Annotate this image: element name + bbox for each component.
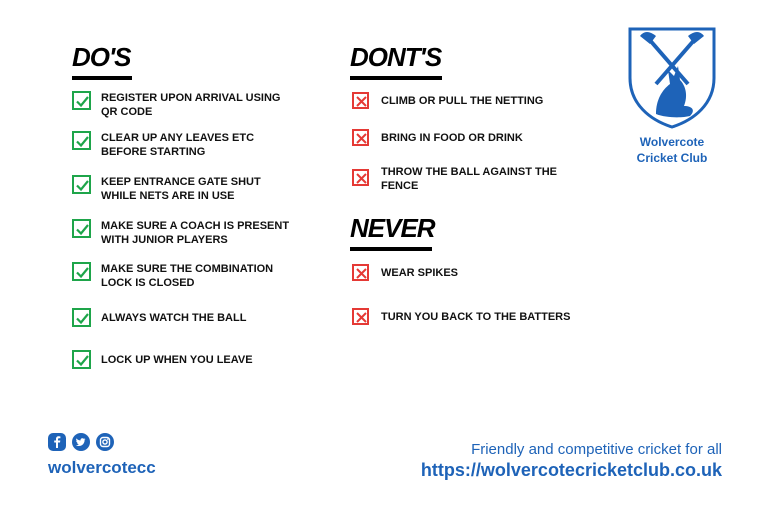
dont-item-label: BRING IN FOOD OR DRINK [381, 132, 523, 144]
cross-icon [352, 129, 369, 146]
never-item: TURN YOU BACK TO THE BATTERS [352, 308, 570, 325]
checkmark-icon [72, 350, 91, 369]
never-item-label: TURN YOU BACK TO THE BATTERS [381, 311, 571, 323]
facebook-icon[interactable] [48, 433, 66, 451]
cross-icon [352, 308, 369, 325]
tagline: Friendly and competitive cricket for all [471, 441, 722, 458]
social-icons [48, 433, 114, 451]
instagram-icon[interactable] [96, 433, 114, 451]
cross-icon [352, 169, 369, 186]
club-crest-logo [628, 27, 716, 129]
checkmark-icon [72, 131, 91, 150]
website-link[interactable]: https://wolvercotecricketclub.co.uk [420, 460, 722, 480]
social-handle[interactable]: wolvercotecc [48, 458, 156, 477]
club-name: Wolvercote Cricket Club [636, 135, 708, 165]
do-item: LOCK UP WHEN YOU LEAVE [72, 350, 253, 369]
twitter-icon[interactable] [72, 433, 90, 451]
cross-icon [352, 264, 369, 281]
do-item: ALWAYS WATCH THE BALL [72, 308, 246, 327]
dont-item-label: CLIMB OR PULL THE NETTING [381, 95, 544, 107]
checkmark-icon [72, 262, 91, 281]
dont-item: BRING IN FOOD OR DRINK [352, 129, 523, 146]
do-item-label: ALWAYS WATCH THE BALL [101, 312, 247, 324]
dos-heading: DO'S [72, 42, 132, 80]
do-item-label: LOCK UP WHEN YOU LEAVE [101, 354, 253, 366]
never-heading: NEVER [350, 213, 436, 251]
checkmark-icon [72, 175, 91, 194]
checkmark-icon [72, 308, 91, 327]
checkmark-icon [72, 91, 91, 110]
dont-item: CLIMB OR PULL THE NETTING [352, 92, 543, 109]
checkmark-icon [72, 219, 91, 238]
never-item: WEAR SPIKES [352, 264, 458, 281]
donts-heading: DONT'S [350, 42, 442, 80]
never-item-label: WEAR SPIKES [381, 267, 459, 279]
cross-icon [352, 92, 369, 109]
